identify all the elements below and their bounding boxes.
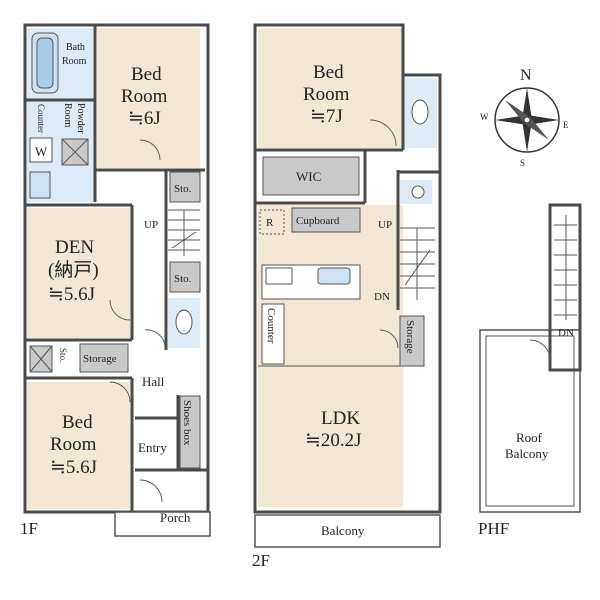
porch <box>114 511 211 537</box>
wic-box <box>262 156 360 196</box>
door-storage-2f <box>379 329 399 349</box>
bed-room-1 <box>97 28 200 168</box>
r-box <box>259 209 285 235</box>
cupboard-label: Cupboard <box>296 215 340 227</box>
floor-1f-label: 1F <box>20 519 38 538</box>
bed-2f-label-2: Room <box>303 84 350 105</box>
floor-2f-label: 2F <box>252 551 270 570</box>
dn-phf-label: DN <box>558 327 574 339</box>
balcony-2f <box>254 514 441 548</box>
powder-label-1: Powder <box>75 103 86 134</box>
counter-2f-box <box>261 303 285 365</box>
hall-label: Hall <box>142 374 165 389</box>
roof-label-1: Roof <box>516 430 543 445</box>
compass-e: E <box>563 120 569 130</box>
bed2-size: ≒5.6J <box>50 457 97 478</box>
store-2-box <box>169 261 201 293</box>
bathtub-inner <box>36 37 54 89</box>
bed1-label-1: Bed <box>131 64 162 85</box>
door-entry <box>139 479 163 503</box>
bed2-label-2: Room <box>50 434 97 455</box>
den-size: ≒5.6J <box>48 284 95 305</box>
roof-balcony <box>480 330 580 512</box>
roof-label-2: Balcony <box>505 446 549 461</box>
dn-2f-label: DN <box>374 291 390 303</box>
toilet-1f-bowl <box>175 309 193 335</box>
floor-1f: Bath Room Powder Room Counter W Bed Room… <box>20 23 211 538</box>
sink <box>29 171 51 199</box>
bed-room-2 <box>27 382 130 509</box>
cooktop <box>265 267 293 285</box>
floor-phf: DN Roof Balcony PHF <box>478 203 582 538</box>
entry-label: Entry <box>138 440 167 455</box>
door-bed2 <box>109 381 131 403</box>
washer-box <box>29 137 53 163</box>
door-bed-2f <box>369 119 397 147</box>
toilet-2f-bowl <box>411 99 429 125</box>
up-1f-label: UP <box>144 219 158 231</box>
storage-2f-box <box>399 315 425 367</box>
bath-label-1: Bath <box>66 42 85 53</box>
storage-box <box>79 343 129 373</box>
store1-label: Sto. <box>174 183 192 195</box>
porch-label: Porch <box>160 510 191 525</box>
stairs-2f <box>400 227 435 300</box>
wic-label: WIC <box>296 169 321 184</box>
washer-label: W <box>35 144 48 159</box>
stairs-phf <box>554 215 577 320</box>
den-room <box>27 208 130 338</box>
den-label-1: DEN <box>55 237 94 258</box>
door-phf <box>529 339 551 361</box>
store-1-box <box>169 171 201 203</box>
storage-1f-label: Storage <box>83 353 117 365</box>
balcony-label: Balcony <box>321 523 365 538</box>
counter-2f-label: Counter <box>265 308 277 344</box>
floor-phf-label: PHF <box>478 519 509 538</box>
counter-1f-label: Counter <box>36 104 46 133</box>
shoes-label: Shoes box <box>181 400 193 446</box>
floor-2f: Bed Room ≒7J WIC R Cupboard UP DN Counte… <box>252 23 442 570</box>
bed-2f-label-1: Bed <box>313 62 344 83</box>
cupboard-box <box>291 207 361 233</box>
bed2-label-1: Bed <box>62 412 93 433</box>
door-bed1 <box>139 139 161 161</box>
floor-2f-outline <box>253 23 442 514</box>
compass: N E S W <box>480 67 569 168</box>
up-2f-label: UP <box>378 219 392 231</box>
den-label-2: (納戸) <box>48 259 99 281</box>
compass-n: N <box>520 67 532 84</box>
powder-label-2: Room <box>62 103 73 128</box>
kitchen-sink <box>317 267 351 285</box>
sto-small-label: Sto. <box>58 348 68 362</box>
stairs-1f <box>168 209 200 256</box>
ldk-label: LDK <box>321 408 360 429</box>
bed-room-2f <box>258 28 403 148</box>
ldk-size: ≒20.2J <box>305 430 362 451</box>
compass-s: S <box>520 158 525 168</box>
bed1-label-2: Room <box>121 86 168 107</box>
door-hall <box>144 329 166 349</box>
bed1-size: ≒6J <box>128 108 161 129</box>
shoes-box <box>179 395 201 469</box>
phf-stair-shaft <box>548 203 582 372</box>
bed-2f-size: ≒7J <box>310 106 343 127</box>
bath-label-2: Room <box>62 56 87 67</box>
storage-2f-label: Storage <box>404 320 416 354</box>
r-label: R <box>266 217 274 229</box>
store2-label: Sto. <box>174 273 192 285</box>
door-den <box>109 299 131 321</box>
compass-w: W <box>480 112 489 122</box>
